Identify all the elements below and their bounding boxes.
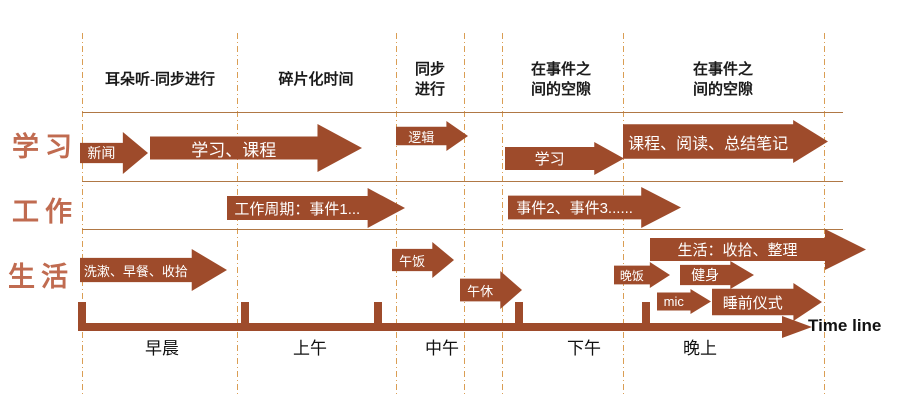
arrow-label: 工作周期：事件1...	[234, 200, 361, 218]
arrow-label: 午休	[467, 283, 494, 299]
arrow-lunch: 午饭	[392, 242, 454, 278]
arrow-label: 学习	[534, 151, 565, 168]
arrow-label: 午饭	[399, 253, 426, 269]
lane-divider-line	[82, 181, 843, 182]
arrow-label: 生活：收拾、整理	[677, 242, 798, 259]
arrow-label: 洗漱、早餐、收拾	[83, 263, 188, 279]
time-period-label-3: 中午	[425, 339, 459, 358]
time-axis-tick	[515, 302, 523, 323]
arrow-logic: 逻辑	[396, 121, 468, 151]
arrow-shape	[623, 120, 828, 163]
lane-divider-line	[82, 229, 843, 230]
column-guide-line	[824, 33, 825, 395]
arrow-fitness: 健身	[680, 261, 754, 289]
arrow-label: 睡前仪式	[722, 294, 783, 312]
lane-divider-line	[82, 112, 843, 113]
time-period-label-2: 上午	[293, 339, 327, 358]
time-period-label-5: 晚上	[683, 339, 717, 358]
column-header-4: 在事件之间的空隙	[530, 62, 591, 98]
arrow-course-read-notes: 课程、阅读、总结笔记	[623, 120, 828, 163]
column-header-2: 碎片化时间	[278, 72, 354, 88]
arrow-study-course: 学习、课程	[150, 124, 362, 172]
arrow-study: 学习	[505, 142, 624, 175]
arrow-wash-breakfast-tidy: 洗漱、早餐、收拾	[80, 249, 227, 291]
arrow-bedtime-ritual: 睡前仪式	[712, 283, 822, 321]
lane-label-3: 生活	[8, 262, 74, 292]
arrow-event2-event3: 事件2、事件3......	[508, 187, 681, 228]
arrow-nap: 午休	[460, 271, 522, 309]
arrow-label: 课程、阅读、总结笔记	[628, 135, 789, 153]
arrow-label: 逻辑	[408, 129, 435, 145]
time-axis-bar	[78, 323, 784, 331]
lane-label-2: 工作	[12, 197, 78, 227]
arrow-label: 健身	[691, 267, 720, 283]
time-axis-tick	[241, 302, 249, 323]
time-axis-tick	[78, 302, 86, 323]
time-axis-title: Time line	[808, 316, 882, 335]
column-header-3: 同步进行	[414, 62, 445, 98]
arrow-label: 事件2、事件3......	[516, 200, 633, 217]
arrow-label: 晚饭	[619, 268, 644, 283]
arrow-dinner: 晚饭	[614, 262, 670, 288]
column-header-5: 在事件之间的空隙	[692, 62, 753, 98]
arrow-news: 新闻	[80, 132, 148, 174]
arrow-work-cycle-event1: 工作周期：事件1...	[227, 188, 405, 228]
time-period-label-1: 早晨	[145, 339, 179, 358]
arrow-label: 新闻	[87, 145, 116, 161]
time-axis-tick	[642, 302, 650, 323]
arrow-mic: mic	[657, 289, 711, 314]
column-guide-line	[396, 33, 397, 395]
column-guide-line	[502, 33, 503, 395]
arrow-life-tidy-organize: 生活：收拾、整理	[650, 229, 866, 270]
time-period-label-4: 下午	[567, 339, 601, 358]
arrow-label: 学习、课程	[191, 140, 277, 160]
lane-label-1: 学习	[12, 132, 78, 162]
column-header-1: 耳朵听-同步进行	[105, 72, 215, 88]
arrow-label: mic	[663, 294, 684, 309]
column-guide-line	[464, 33, 465, 395]
time-axis-tick	[374, 302, 382, 323]
column-guide-line	[82, 33, 83, 395]
